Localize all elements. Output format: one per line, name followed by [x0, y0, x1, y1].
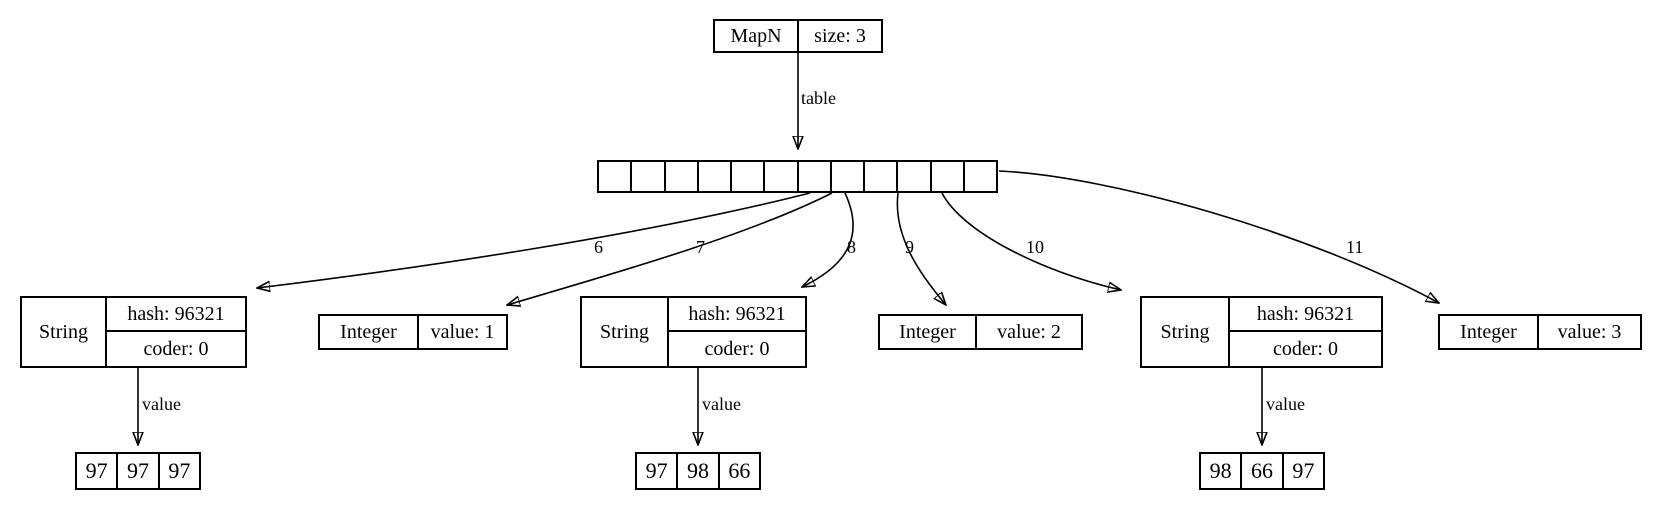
- byte-cell: 97: [637, 454, 679, 488]
- edge-bucket-8: [802, 192, 854, 287]
- table-cell: [732, 162, 766, 191]
- byte-cell: 97: [77, 454, 119, 488]
- string-1-hash-cell: hash: 96321: [107, 298, 245, 332]
- table-cell: [898, 162, 932, 191]
- table-node: [597, 160, 998, 193]
- table-cell: [832, 162, 865, 191]
- integer-node-2: Integer value: 2: [878, 314, 1083, 350]
- edge-bucket-10: [941, 192, 1121, 290]
- byte-cell: 66: [728, 458, 751, 483]
- string-node-2: String hash: 96321 coder: 0: [580, 296, 807, 368]
- edge-label-bucket-10: 10: [1026, 237, 1044, 257]
- byte-array-2: 97 98 66: [635, 452, 761, 490]
- integer-node-3: Integer value: 3: [1438, 314, 1642, 350]
- byte-cell: 97: [118, 454, 160, 488]
- string-2-type-cell: String: [582, 298, 669, 366]
- edge-label-value-1: value: [142, 394, 181, 414]
- table-cell: [599, 162, 633, 191]
- string-2-coder-cell: coder: 0: [704, 338, 770, 360]
- integer-3-value-cell: value: 3: [1557, 321, 1622, 343]
- map-class-cell: MapN: [715, 21, 799, 51]
- string-3-type-cell: String: [1142, 298, 1230, 366]
- table-cell: [932, 162, 965, 191]
- byte-cell: 97: [1292, 458, 1315, 483]
- string-node-1: String hash: 96321 coder: 0: [20, 296, 247, 368]
- edge-bucket-11: [998, 170, 1439, 303]
- string-3-hash-cell: hash: 96321: [1230, 298, 1381, 332]
- edge-bucket-9: [896, 192, 946, 305]
- edge-label-bucket-8: 8: [847, 237, 856, 257]
- edge-label-bucket-6: 6: [594, 237, 603, 257]
- byte-array-3: 98 66 97: [1199, 452, 1325, 490]
- string-3-coder-cell: coder: 0: [1273, 338, 1338, 360]
- integer-1-type-cell: Integer: [320, 316, 419, 348]
- string-1-coder-cell: coder: 0: [143, 338, 209, 360]
- edge-label-bucket-9: 9: [905, 237, 914, 257]
- byte-cell: 66: [1242, 454, 1284, 488]
- edge-bucket-7: [507, 192, 833, 305]
- edge-label-bucket-7: 7: [696, 237, 705, 257]
- table-cell: [632, 162, 666, 191]
- byte-cell: 97: [168, 458, 191, 483]
- integer-2-type-cell: Integer: [880, 316, 977, 348]
- string-node-3: String hash: 96321 coder: 0: [1140, 296, 1383, 368]
- table-cell: [666, 162, 699, 191]
- table-cell: [699, 162, 732, 191]
- integer-2-value-cell: value: 2: [997, 321, 1061, 343]
- byte-cell: 98: [678, 454, 720, 488]
- byte-array-1: 97 97 97: [75, 452, 201, 490]
- edge-label-table: table: [801, 88, 836, 108]
- integer-node-1: Integer value: 1: [318, 314, 508, 350]
- edge-bucket-6: [257, 192, 811, 288]
- map-size-cell: size: 3: [814, 25, 866, 47]
- table-cell: [799, 162, 832, 191]
- integer-3-type-cell: Integer: [1440, 316, 1539, 348]
- edge-label-value-2: value: [702, 394, 741, 414]
- byte-cell: 98: [1201, 454, 1243, 488]
- table-cell: [865, 162, 899, 191]
- table-cell: [765, 162, 799, 191]
- edge-label-bucket-11: 11: [1346, 237, 1364, 257]
- string-2-hash-cell: hash: 96321: [669, 298, 805, 332]
- string-1-type-cell: String: [22, 298, 107, 366]
- table-cell: [965, 162, 996, 191]
- integer-1-value-cell: value: 1: [430, 321, 495, 343]
- edge-label-value-3: value: [1266, 394, 1305, 414]
- map-node: MapN size: 3: [713, 19, 883, 53]
